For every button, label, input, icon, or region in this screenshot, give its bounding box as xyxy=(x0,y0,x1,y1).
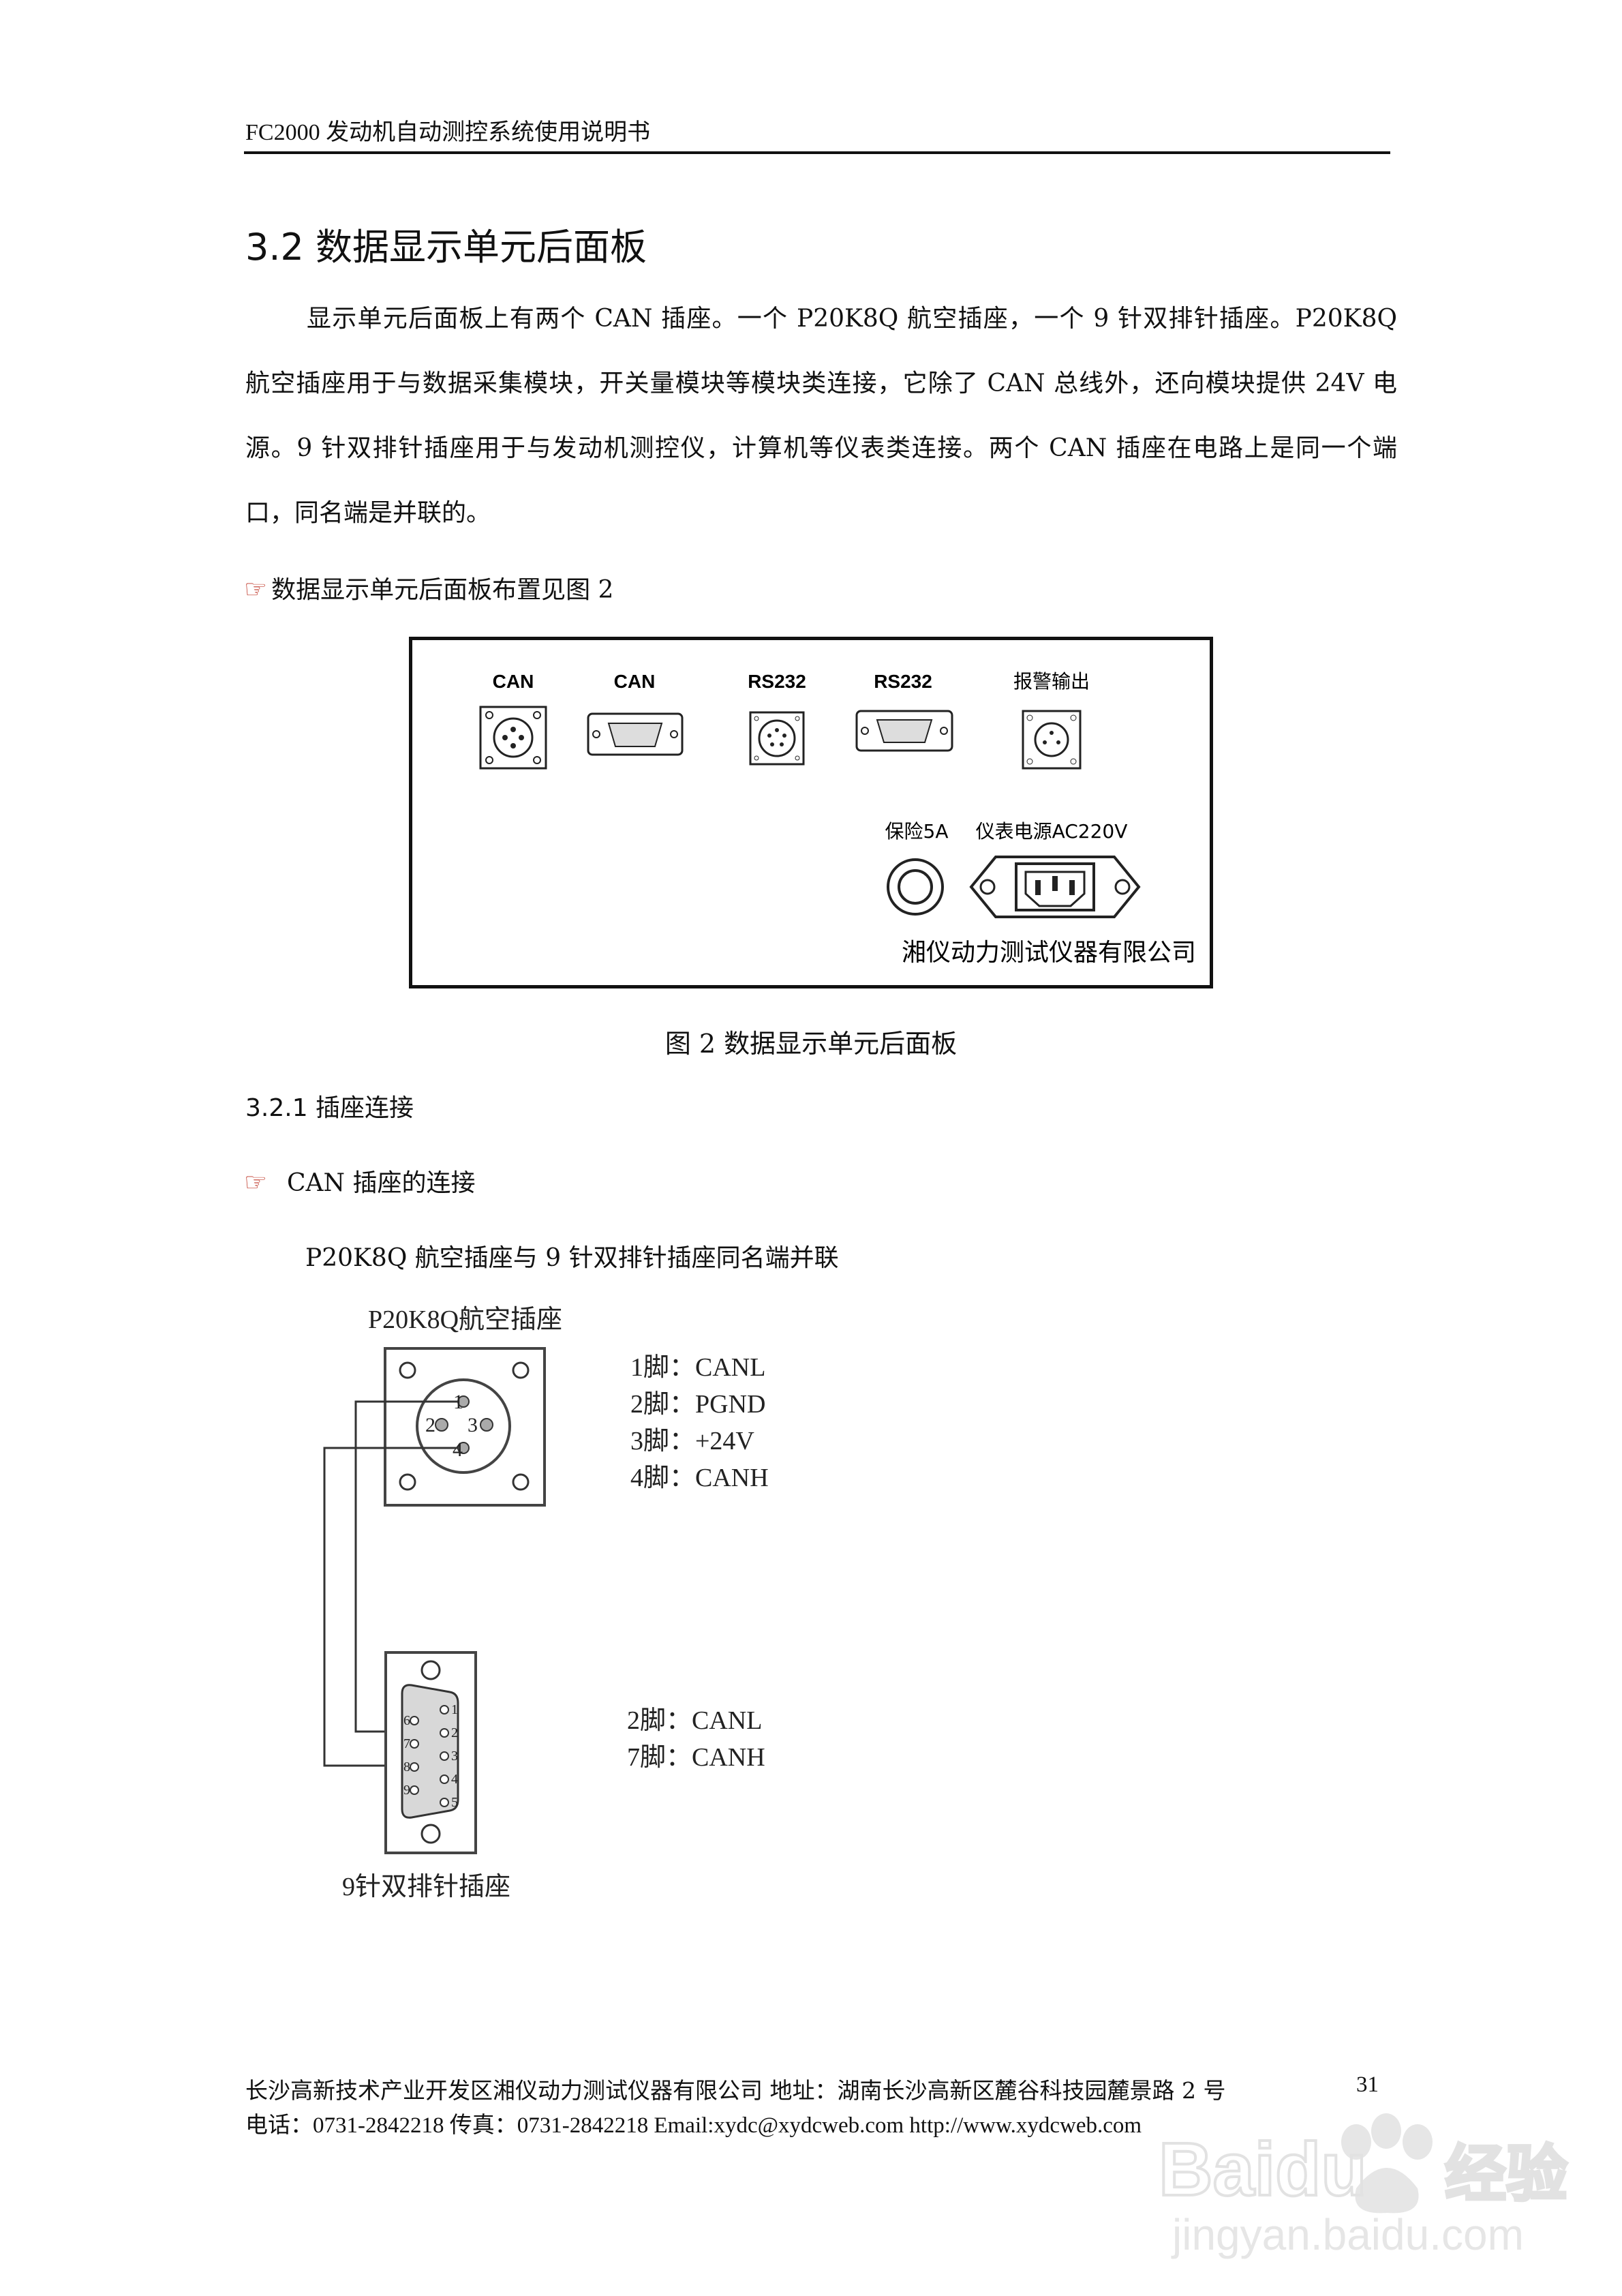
bottom-pin-2-desc: 2脚：CANL xyxy=(627,1706,762,1735)
section-title: 3.2 数据显示单元后面板 xyxy=(245,226,647,269)
dsub-pin-label-7: 7 xyxy=(403,1736,410,1751)
ac-power-socket-icon xyxy=(969,856,1141,918)
watermark-baidu: Baidu xyxy=(1159,2128,1367,2211)
top-pin-4-desc: 4脚：CANH xyxy=(630,1464,769,1492)
wiring-diagram-drawing: P20K8Q航空插座 1 2 3 4 1脚：CANL 2脚：PGND 3脚：+2… xyxy=(323,1305,769,1901)
power-label: 仪表电源AC220V xyxy=(976,820,1128,843)
rear-panel-drawing: CAN CAN RS232 RS232 报警输出 xyxy=(479,670,1196,967)
top-pin-1-desc: 1脚：CANL xyxy=(630,1353,765,1382)
alarm-output-connector-icon xyxy=(1022,710,1082,770)
top-pin-3-desc: 3脚：+24V xyxy=(630,1427,754,1455)
watermark-jingyan-cn: 经验 xyxy=(1445,2139,1567,2210)
top-pin-2-desc: 2脚：PGND xyxy=(630,1390,765,1419)
note-text: CAN 插座的连接 xyxy=(286,1169,476,1197)
paragraph-text: 显示单元后面板上有两个 CAN 插座。一个 P20K8Q 航空插座，一个 9 针… xyxy=(245,305,1397,527)
pointing-hand-icon: ☞ xyxy=(244,1167,268,1197)
rs232-dsub-connector-icon xyxy=(855,710,953,752)
dsub-pin-label-6: 6 xyxy=(403,1713,410,1728)
section-paragraph: 显示单元后面板上有两个 CAN 插座。一个 P20K8Q 航空插座，一个 9 针… xyxy=(245,286,1397,545)
aviation-socket-icon: 1 2 3 4 xyxy=(384,1347,546,1507)
fuse-label: 保险5A xyxy=(885,820,949,843)
wire-canl xyxy=(354,1400,458,1733)
header-rule xyxy=(244,151,1390,154)
pin-label-2: 2 xyxy=(425,1414,435,1436)
wiring-diagram: P20K8Q航空插座 1 2 3 4 1脚：CANL 2脚：PGND 3脚：+2… xyxy=(300,1288,791,1902)
footer-address: 长沙高新技术产业开发区湘仪动力测试仪器有限公司 地址：湖南长沙高新区麓谷科技园麓… xyxy=(245,2077,1226,2104)
pin-label-1: 1 xyxy=(453,1391,463,1413)
pin-label-4: 4 xyxy=(453,1438,463,1461)
rear-panel-figure: CAN CAN RS232 RS232 报警输出 xyxy=(409,637,1213,988)
panel-label-rs232-2: RS232 xyxy=(874,671,932,692)
baidu-jingyan-watermark: Baidu 经验 jingyan.baidu.com xyxy=(1152,2079,1588,2270)
watermark-drawing: Baidu 经验 jingyan.baidu.com xyxy=(1157,2113,1569,2259)
dsub-socket-title: 9针双排针插座 xyxy=(342,1873,510,1901)
page-number: 31 xyxy=(1356,2072,1379,2097)
dsub-pin-label-9: 9 xyxy=(403,1783,410,1798)
pin-label-3: 3 xyxy=(468,1414,478,1436)
note-text: 数据显示单元后面板布置见图 2 xyxy=(271,576,614,604)
dsub-pin-label-8: 8 xyxy=(403,1759,410,1774)
parallel-connection-text: P20K8Q 航空插座与 9 针双排针插座同名端并联 xyxy=(305,1244,839,1272)
figure-caption: 图 2 数据显示单元后面板 xyxy=(664,1029,958,1059)
watermark-url: jingyan.baidu.com xyxy=(1171,2210,1524,2259)
panel-label-alarm-output: 报警输出 xyxy=(1013,670,1090,693)
panel-label-can-2: CAN xyxy=(614,671,656,692)
bottom-pin-7-desc: 7脚：CANH xyxy=(627,1743,765,1772)
panel-label-can-1: CAN xyxy=(493,671,534,692)
figure-reference-note: ☞数据显示单元后面板布置见图 2 xyxy=(244,570,613,605)
page-header-title: FC2000 发动机自动测控系统使用说明书 xyxy=(245,120,651,145)
pointing-hand-icon: ☞ xyxy=(244,574,268,604)
panel-label-rs232-1: RS232 xyxy=(748,671,806,692)
dsub-pin-label-1: 1 xyxy=(451,1702,458,1717)
dsub-pin-label-4: 4 xyxy=(451,1772,458,1787)
can-connection-note: ☞ CAN 插座的连接 xyxy=(244,1163,475,1198)
can-aviation-connector-icon xyxy=(479,706,547,770)
dsub-pin-label-2: 2 xyxy=(451,1725,458,1740)
wire-canh xyxy=(323,1447,458,1767)
footer-contact: 电话：0731-2842218 传真：0731-2842218 Email:xy… xyxy=(245,2113,1142,2138)
paw-icon xyxy=(1341,2113,1433,2214)
can-dsub-connector-icon xyxy=(587,712,684,756)
dsub9-socket-icon: 1 2 3 4 5 6 7 8 9 xyxy=(384,1651,477,1854)
fuse-holder-icon xyxy=(887,858,944,916)
aviation-socket-title: P20K8Q航空插座 xyxy=(368,1305,562,1334)
dsub-pin-label-5: 5 xyxy=(451,1795,458,1810)
panel-company-name: 湘仪动力测试仪器有限公司 xyxy=(902,939,1196,967)
rs232-round-connector-icon xyxy=(749,711,805,766)
dsub-pin-label-3: 3 xyxy=(451,1749,458,1764)
subsection-title: 3.2.1 插座连接 xyxy=(245,1094,414,1122)
